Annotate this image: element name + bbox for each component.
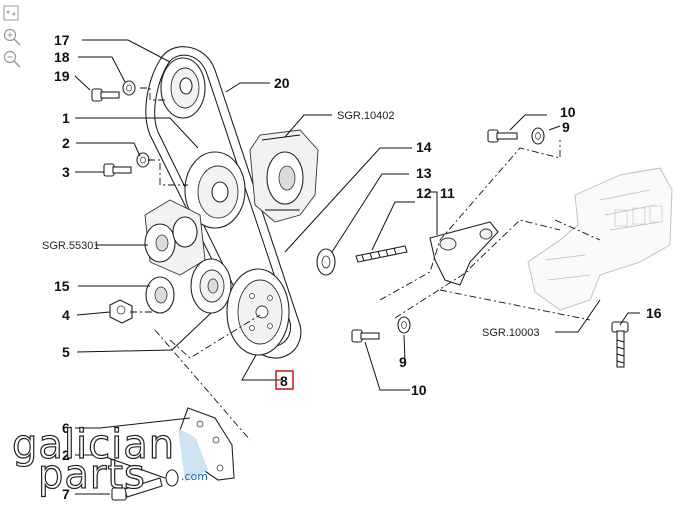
reference-labels: SGR.10402 SGR.55301 SGR.10003 xyxy=(42,110,539,339)
callout-3[interactable]: 3 xyxy=(62,164,70,180)
callout-2-bottom[interactable]: 2 xyxy=(62,447,70,463)
washer-9-top xyxy=(531,127,545,145)
callout-6[interactable]: 6 xyxy=(62,420,70,436)
callout-10-bottom[interactable]: 10 xyxy=(411,382,427,398)
bolt-7 xyxy=(111,477,163,501)
washer-14 xyxy=(316,248,336,276)
callout-9-bottom[interactable]: 9 xyxy=(399,354,407,370)
washer-9-bottom xyxy=(397,316,411,334)
alignment-lines xyxy=(130,87,601,441)
callout-4[interactable]: 4 xyxy=(62,307,70,323)
callout-2[interactable]: 2 xyxy=(62,135,70,151)
fit-to-screen-icon[interactable] xyxy=(3,5,19,21)
nut-4 xyxy=(109,299,133,324)
callout-labels: 17 18 19 20 1 2 3 14 13 12 11 10 9 15 4 … xyxy=(54,32,662,502)
pulley-15 xyxy=(145,276,175,314)
bolt-3 xyxy=(103,163,132,177)
watermark-logo: galician parts .com xyxy=(11,421,208,499)
cover-6 xyxy=(179,407,235,481)
ref-sgr-10003[interactable]: SGR.10003 xyxy=(482,327,539,339)
svg-text:galician: galician xyxy=(12,422,175,468)
pulley-5 xyxy=(190,258,232,314)
svg-text:parts: parts xyxy=(38,452,146,498)
callout-18[interactable]: 18 xyxy=(54,49,70,65)
ref-sgr-10402[interactable]: SGR.10402 xyxy=(337,110,394,122)
idler-pulley-17 xyxy=(160,57,206,119)
callout-8-highlighted[interactable]: 8 xyxy=(275,370,294,390)
bolt-10-bottom xyxy=(351,329,380,343)
callout-9-top[interactable]: 9 xyxy=(562,119,570,135)
callout-1[interactable]: 1 xyxy=(62,110,70,126)
callout-8[interactable]: 8 xyxy=(280,373,288,389)
pulley-1 xyxy=(184,151,246,229)
svg-text:.com: .com xyxy=(181,470,208,483)
alternator xyxy=(249,129,319,223)
ref-sgr-55301[interactable]: SGR.55301 xyxy=(42,240,99,252)
callout-16[interactable]: 16 xyxy=(646,305,662,321)
callout-7[interactable]: 7 xyxy=(62,486,70,502)
zoom-in-icon[interactable] xyxy=(3,28,21,46)
bolt-10-top xyxy=(487,129,518,143)
bracket-11 xyxy=(429,221,499,286)
callout-19[interactable]: 19 xyxy=(54,68,70,84)
bolt-16 xyxy=(611,321,629,368)
stud-13 xyxy=(355,245,408,263)
washer-2-bottom xyxy=(165,469,179,487)
engine-block xyxy=(527,167,673,311)
washer-2 xyxy=(136,152,150,168)
callout-15[interactable]: 15 xyxy=(54,278,70,294)
crankshaft-pulley-8 xyxy=(226,268,290,356)
callout-11[interactable]: 11 xyxy=(440,185,455,201)
bolt-19 xyxy=(91,88,120,102)
callout-12[interactable]: 12 xyxy=(416,185,432,201)
callout-20[interactable]: 20 xyxy=(274,75,290,91)
callout-10-top[interactable]: 10 xyxy=(560,104,576,120)
washer-18 xyxy=(122,80,136,96)
callout-17[interactable]: 17 xyxy=(54,32,70,48)
callout-13[interactable]: 13 xyxy=(416,165,432,181)
callout-5[interactable]: 5 xyxy=(62,344,70,360)
zoom-out-icon[interactable] xyxy=(3,50,21,68)
callout-14[interactable]: 14 xyxy=(416,139,432,155)
